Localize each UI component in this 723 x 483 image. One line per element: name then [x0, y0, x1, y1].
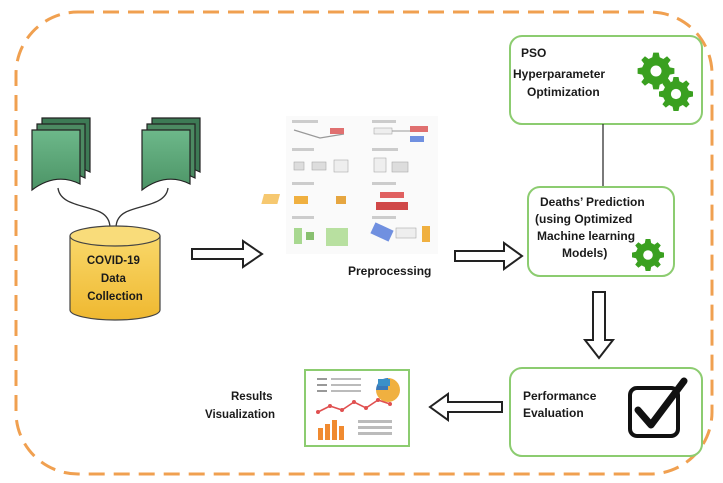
arrow-to-results	[428, 392, 503, 422]
preprocessing-thumbnail	[261, 116, 438, 254]
results-label: Results Visualization	[205, 391, 276, 421]
arrow-to-performance	[582, 291, 616, 360]
performance-label: Performance Evaluation	[523, 389, 600, 420]
dashboard-icon	[304, 369, 410, 447]
data-collection-label: COVID-19 Data Collection	[87, 255, 143, 303]
pso-label: PSO Hyperparameter Optimization	[513, 46, 608, 99]
preprocessing-label: Preprocessing	[348, 264, 431, 278]
prediction-label: Deaths’ Prediction (using Optimized Mach…	[535, 195, 648, 260]
outer-frame	[14, 10, 714, 476]
connector-left	[57, 187, 111, 229]
arrow-to-prediction	[454, 241, 524, 271]
document-stack-left-icon	[31, 117, 91, 192]
database-icon	[69, 225, 161, 321]
checkbox-icon	[628, 377, 688, 438]
connector-right	[115, 187, 169, 229]
arrow-to-preprocessing	[191, 239, 264, 269]
document-stack-right-icon	[141, 117, 201, 192]
